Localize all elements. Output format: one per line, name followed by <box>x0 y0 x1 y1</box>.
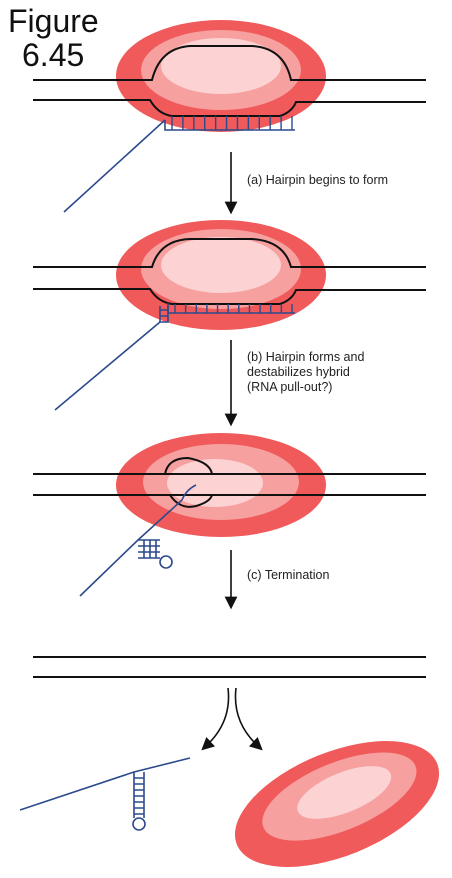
rna-hairpin <box>138 540 172 568</box>
rna-polymerase-core <box>161 237 281 293</box>
figure-number: 6.45 <box>8 38 99 72</box>
rna-transcript <box>64 120 165 212</box>
step-a-label: (a) Hairpin begins to form <box>247 173 388 188</box>
release-arrow-right <box>235 688 258 746</box>
released-rna <box>20 758 190 830</box>
panel-2 <box>33 220 426 410</box>
figure-title-word: Figure <box>8 3 99 39</box>
step-b-label: (b) Hairpin forms and destabilizes hybri… <box>247 350 364 395</box>
released-polymerase <box>217 715 452 873</box>
step-c-label: (c) Termination <box>247 568 329 583</box>
panel-3 <box>33 433 426 596</box>
release-arrow-left <box>206 688 229 746</box>
rna-transcript <box>80 500 182 596</box>
panel-4 <box>20 657 452 873</box>
rna-transcript <box>55 322 160 410</box>
